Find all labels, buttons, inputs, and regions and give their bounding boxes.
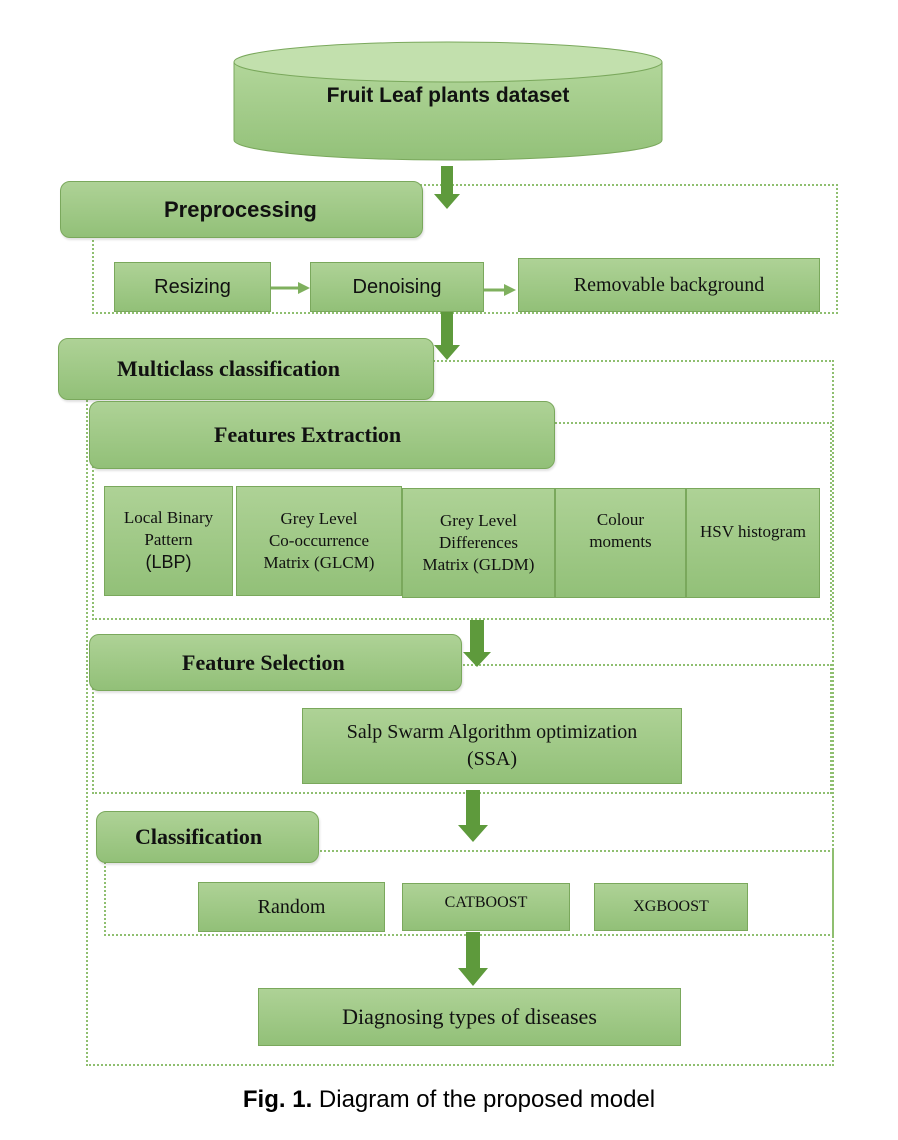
colour-moments-feature: Colour moments — [555, 488, 686, 598]
denoising-step: Denoising — [310, 262, 484, 312]
preprocessing-group-outline — [92, 184, 838, 314]
gldm-line3: Matrix (GLDM) — [422, 555, 535, 575]
multiclass-group-outline — [86, 360, 834, 1066]
ssa-line2: (SSA) — [466, 748, 517, 770]
lbp-feature: Local Binary Pattern (LBP) — [104, 486, 233, 596]
removable-background-label: Removable background — [573, 273, 765, 296]
colour-moments-line1: Colour — [596, 510, 645, 529]
glcm-feature: Grey Level Co-occurrence Matrix (GLCM) — [236, 486, 402, 596]
glcm-line3: Matrix (GLCM) — [263, 553, 375, 573]
ssa-method: Salp Swarm Algorithm optimization (SSA) — [302, 708, 682, 784]
lbp-line2: Pattern — [144, 530, 193, 550]
feature-selection-header: Feature Selection — [89, 634, 462, 691]
glcm-line1: Grey Level — [280, 508, 358, 528]
gldm-line2: Differences — [439, 532, 518, 552]
caption-text: Diagram of the proposed model — [318, 1086, 656, 1113]
feature-selection-group-outline — [92, 664, 832, 794]
gldm-line1: Grey Level — [440, 510, 517, 530]
diagnosis-output: Diagnosing types of diseases — [258, 988, 681, 1046]
classification-header: Classification — [96, 811, 319, 863]
resizing-step: Resizing — [114, 262, 271, 312]
hsv-histogram-label: HSV histogram — [700, 522, 806, 541]
xgboost-classifier: XGBOOST — [594, 883, 748, 931]
removable-background-step: Removable background — [518, 258, 820, 312]
dataset-title: Fruit Leaf plants dataset — [326, 84, 570, 107]
down-arrow-2 — [434, 312, 460, 360]
catboost-classifier: CATBOOST — [402, 883, 570, 931]
gldm-feature: Grey Level Differences Matrix (GLDM) — [402, 488, 555, 598]
features-extraction-header: Features Extraction — [89, 401, 555, 469]
preprocessing-title: Preprocessing — [164, 196, 317, 222]
preprocessing-header: Preprocessing — [60, 181, 423, 238]
lbp-line1: Local Binary — [123, 508, 214, 528]
glcm-line2: Co-occurrence — [268, 530, 370, 550]
denoising-label: Denoising — [352, 275, 442, 298]
colour-moments-line2: moments — [589, 532, 652, 552]
multiclass-title: Multiclass classification — [117, 356, 341, 381]
figure-caption: Fig. 1. Diagram of the proposed model — [0, 1086, 898, 1114]
features-extraction-title: Features Extraction — [214, 422, 402, 447]
down-arrow-1 — [434, 166, 460, 209]
down-arrow-3 — [463, 620, 491, 667]
diagnosis-label: Diagnosing types of diseases — [342, 1004, 597, 1029]
feature-selection-title: Feature Selection — [182, 649, 345, 675]
catboost-label: CATBOOST — [444, 894, 528, 911]
random-classifier: Random — [198, 882, 385, 932]
resizing-label: Resizing — [154, 275, 231, 298]
classification-title: Classification — [135, 824, 263, 849]
down-arrow-4 — [458, 790, 488, 842]
hsv-histogram-feature: HSV histogram — [686, 488, 820, 598]
caption-prefix: Fig. 1. — [242, 1086, 313, 1113]
down-arrow-5 — [458, 932, 488, 986]
random-label: Random — [257, 895, 326, 918]
multiclass-header: Multiclass classification — [58, 338, 434, 400]
ssa-line1: Salp Swarm Algorithm optimization — [346, 721, 638, 743]
xgboost-label: XGBOOST — [633, 898, 709, 915]
lbp-line3: (LBP) — [145, 552, 192, 573]
